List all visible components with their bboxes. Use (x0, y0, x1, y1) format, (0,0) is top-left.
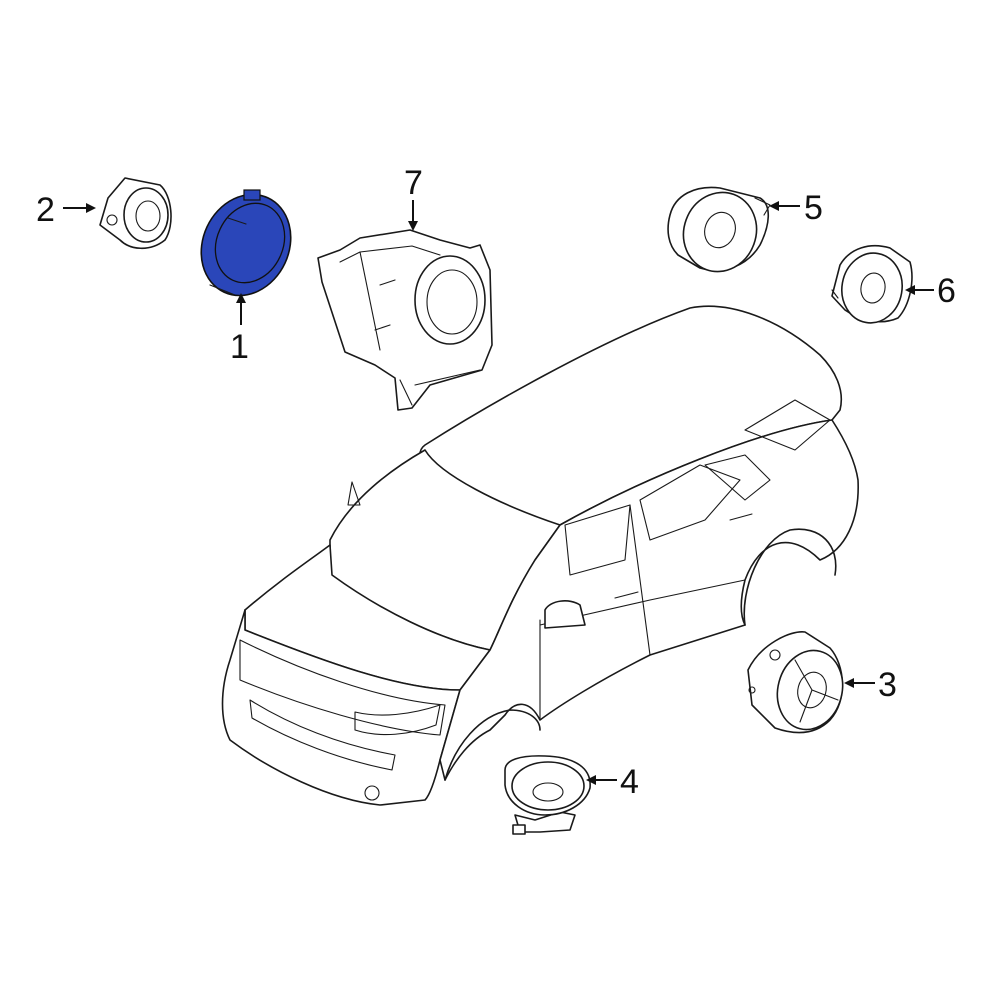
part-5-speaker (667, 186, 771, 273)
part-3-speaker (747, 631, 844, 734)
callout-label-7: 7 (404, 164, 423, 202)
callout-4: 4 (586, 763, 639, 801)
callout-7: 7 (404, 164, 423, 231)
callout-label-6: 6 (937, 272, 956, 310)
callout-label-5: 5 (804, 189, 823, 227)
callout-1: 1 (230, 293, 249, 366)
part-2-tweeter (99, 177, 172, 250)
part-6-speaker (831, 244, 913, 324)
callout-3: 3 (844, 666, 897, 704)
callout-label-2: 2 (36, 191, 55, 229)
vehicle-body (221, 305, 859, 806)
part-7-subwoofer-enclosure (317, 229, 493, 411)
part-1-speaker-adapter-ring (200, 189, 292, 297)
callout-6: 6 (905, 272, 956, 310)
callout-label-4: 4 (620, 763, 639, 801)
part-4-speaker (504, 755, 591, 835)
callout-2: 2 (36, 191, 96, 229)
callout-5: 5 (769, 189, 823, 227)
callout-label-1: 1 (230, 328, 249, 366)
callout-label-3: 3 (878, 666, 897, 704)
